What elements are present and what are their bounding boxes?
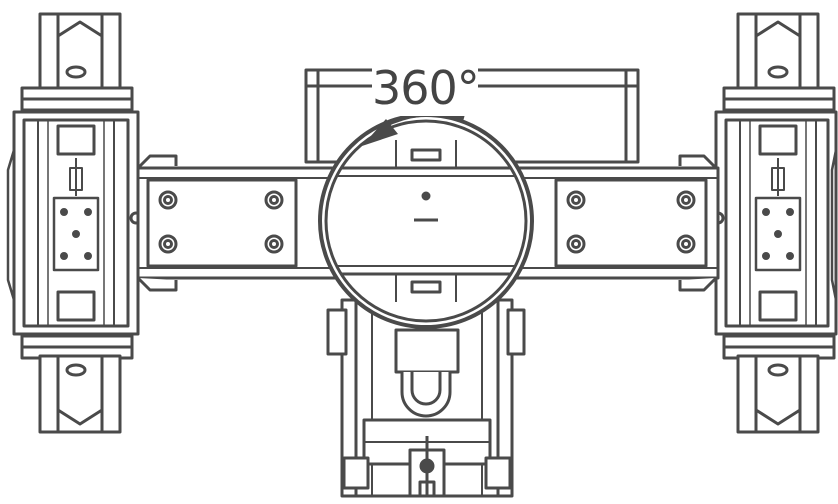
rotation-arrowhead <box>362 119 398 146</box>
right-track-module <box>711 12 838 434</box>
right-plate-bolts <box>566 190 696 254</box>
rotation-label: 360° <box>372 60 480 116</box>
left-track-module <box>6 12 143 434</box>
left-plate-bolts <box>158 190 284 254</box>
rear-arm-assembly <box>326 298 526 498</box>
